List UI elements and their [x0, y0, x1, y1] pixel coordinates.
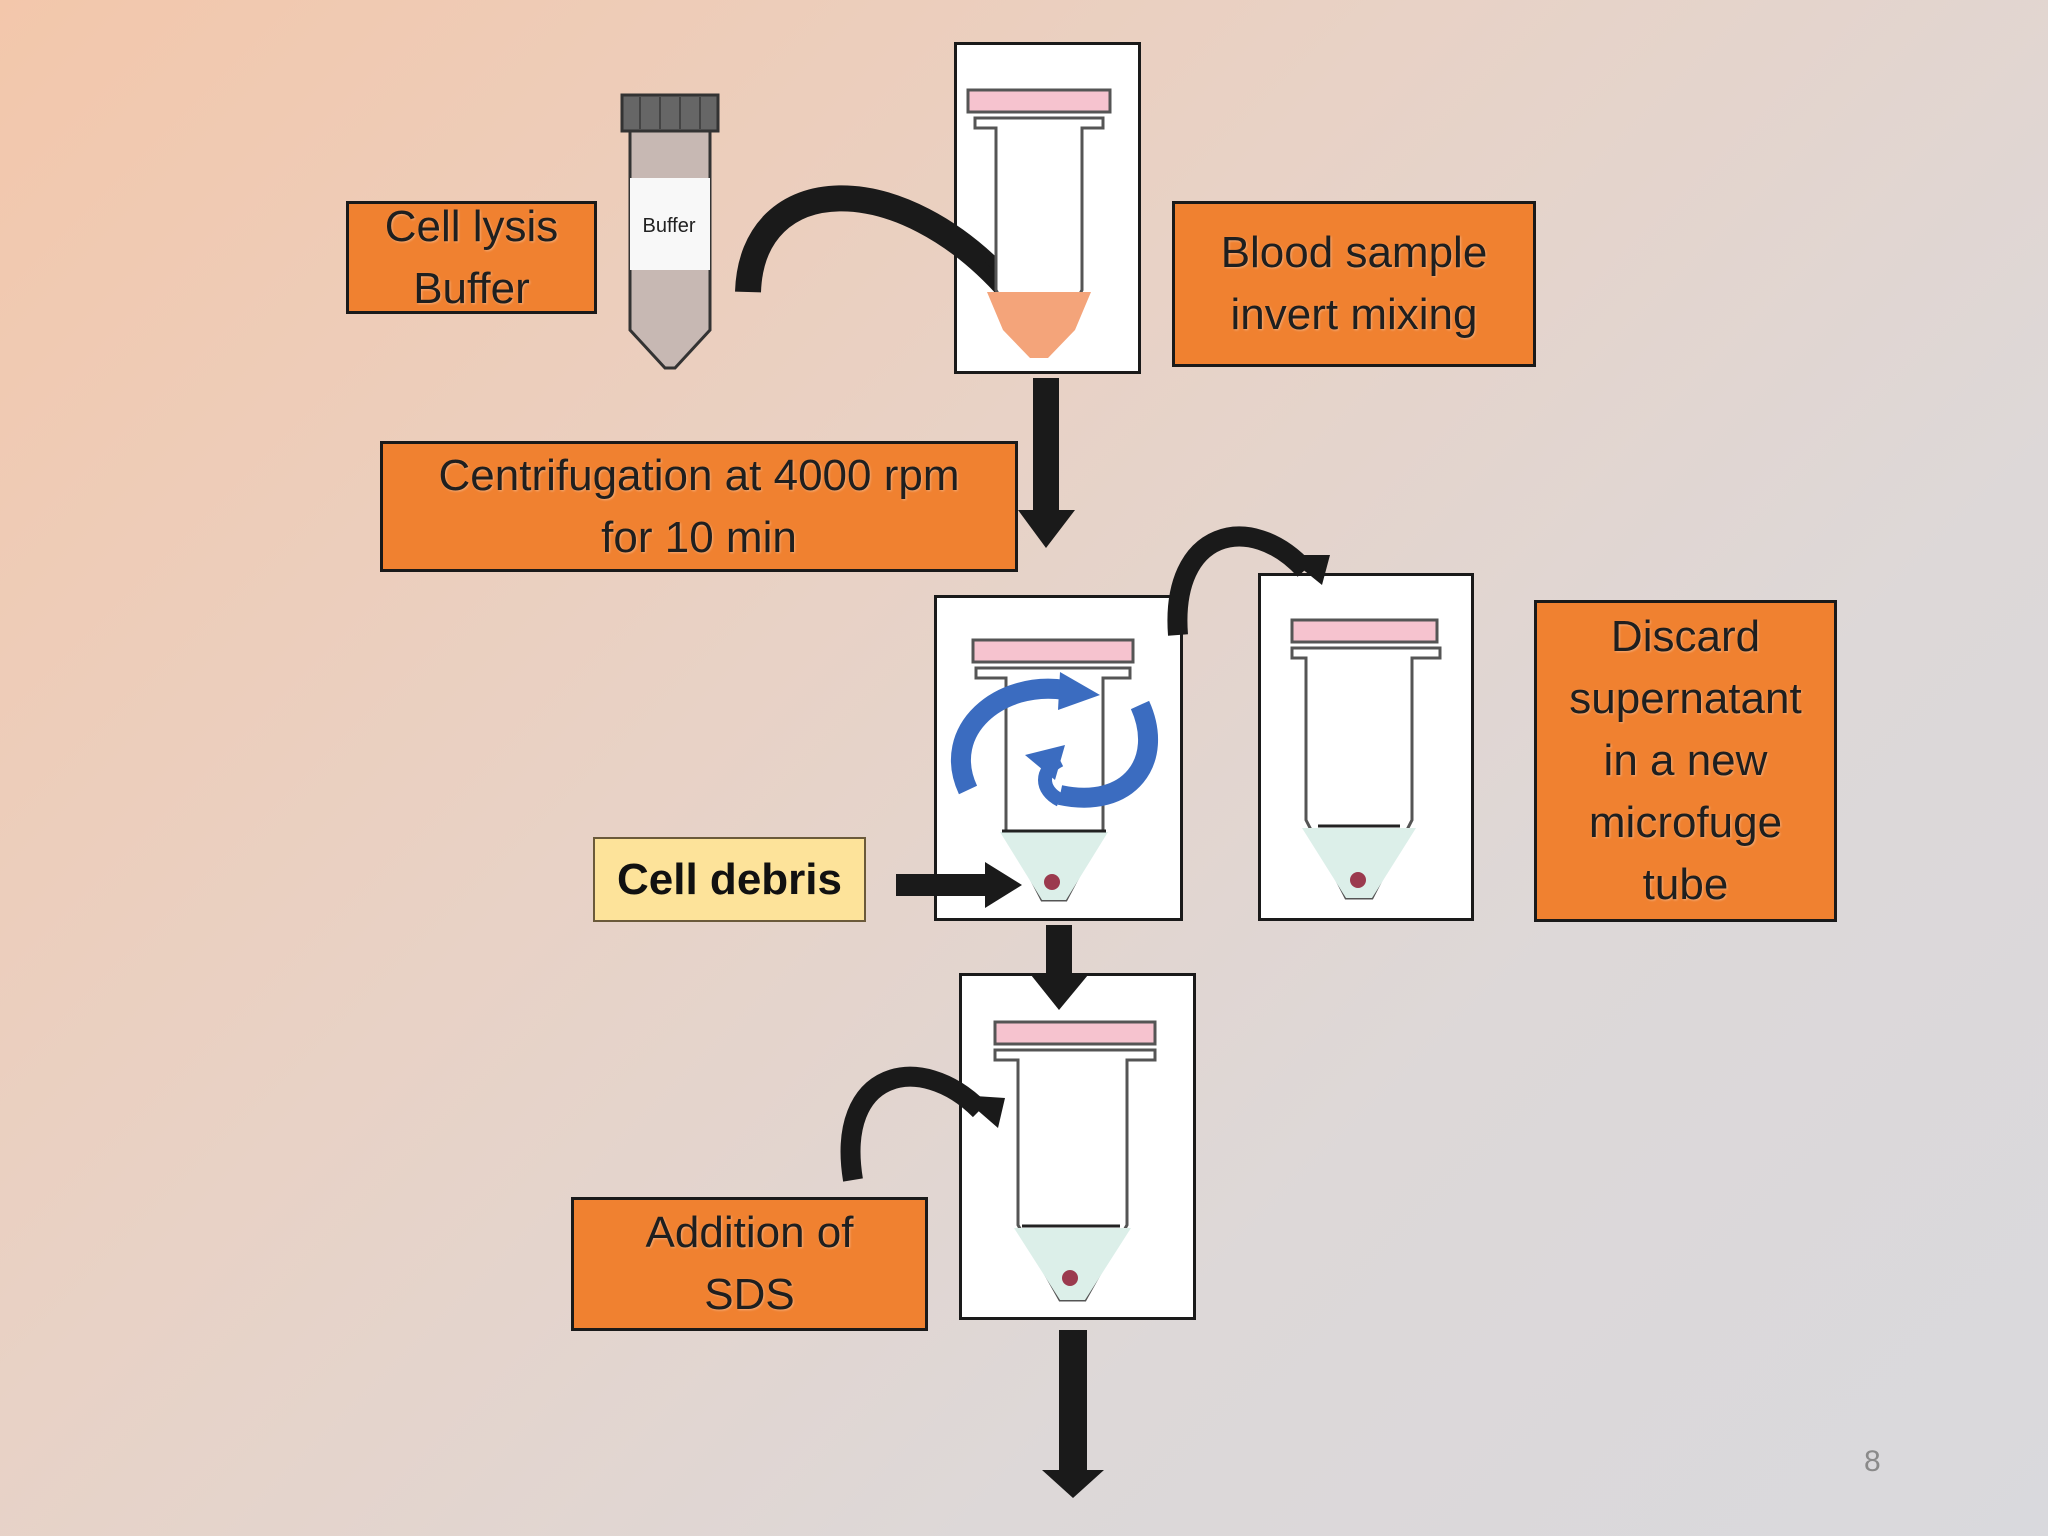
blood-sample-label: Blood sample invert mixing — [1172, 201, 1536, 367]
discard-supernatant-label: Discard supernatant in a new microfuge t… — [1534, 600, 1837, 922]
cell-debris-label: Cell debris — [593, 837, 866, 922]
buffer-tube: Buffer — [620, 93, 720, 370]
curved-arrow-buffer-to-blood — [735, 185, 1020, 299]
sds-tube — [993, 1020, 1157, 1302]
cell-lysis-buffer-label: Cell lysis Buffer — [346, 201, 597, 314]
new-tube — [1290, 618, 1442, 900]
addition-sds-label: Addition of SDS — [571, 1197, 928, 1331]
blood-tube — [966, 88, 1112, 358]
page-number: 8 — [1864, 1445, 1881, 1478]
centrifugation-label: Centrifugation at 4000 rpm for 10 min — [380, 441, 1018, 572]
centrifuged-tube — [951, 638, 1159, 902]
buffer-tube-text: Buffer — [643, 215, 696, 237]
